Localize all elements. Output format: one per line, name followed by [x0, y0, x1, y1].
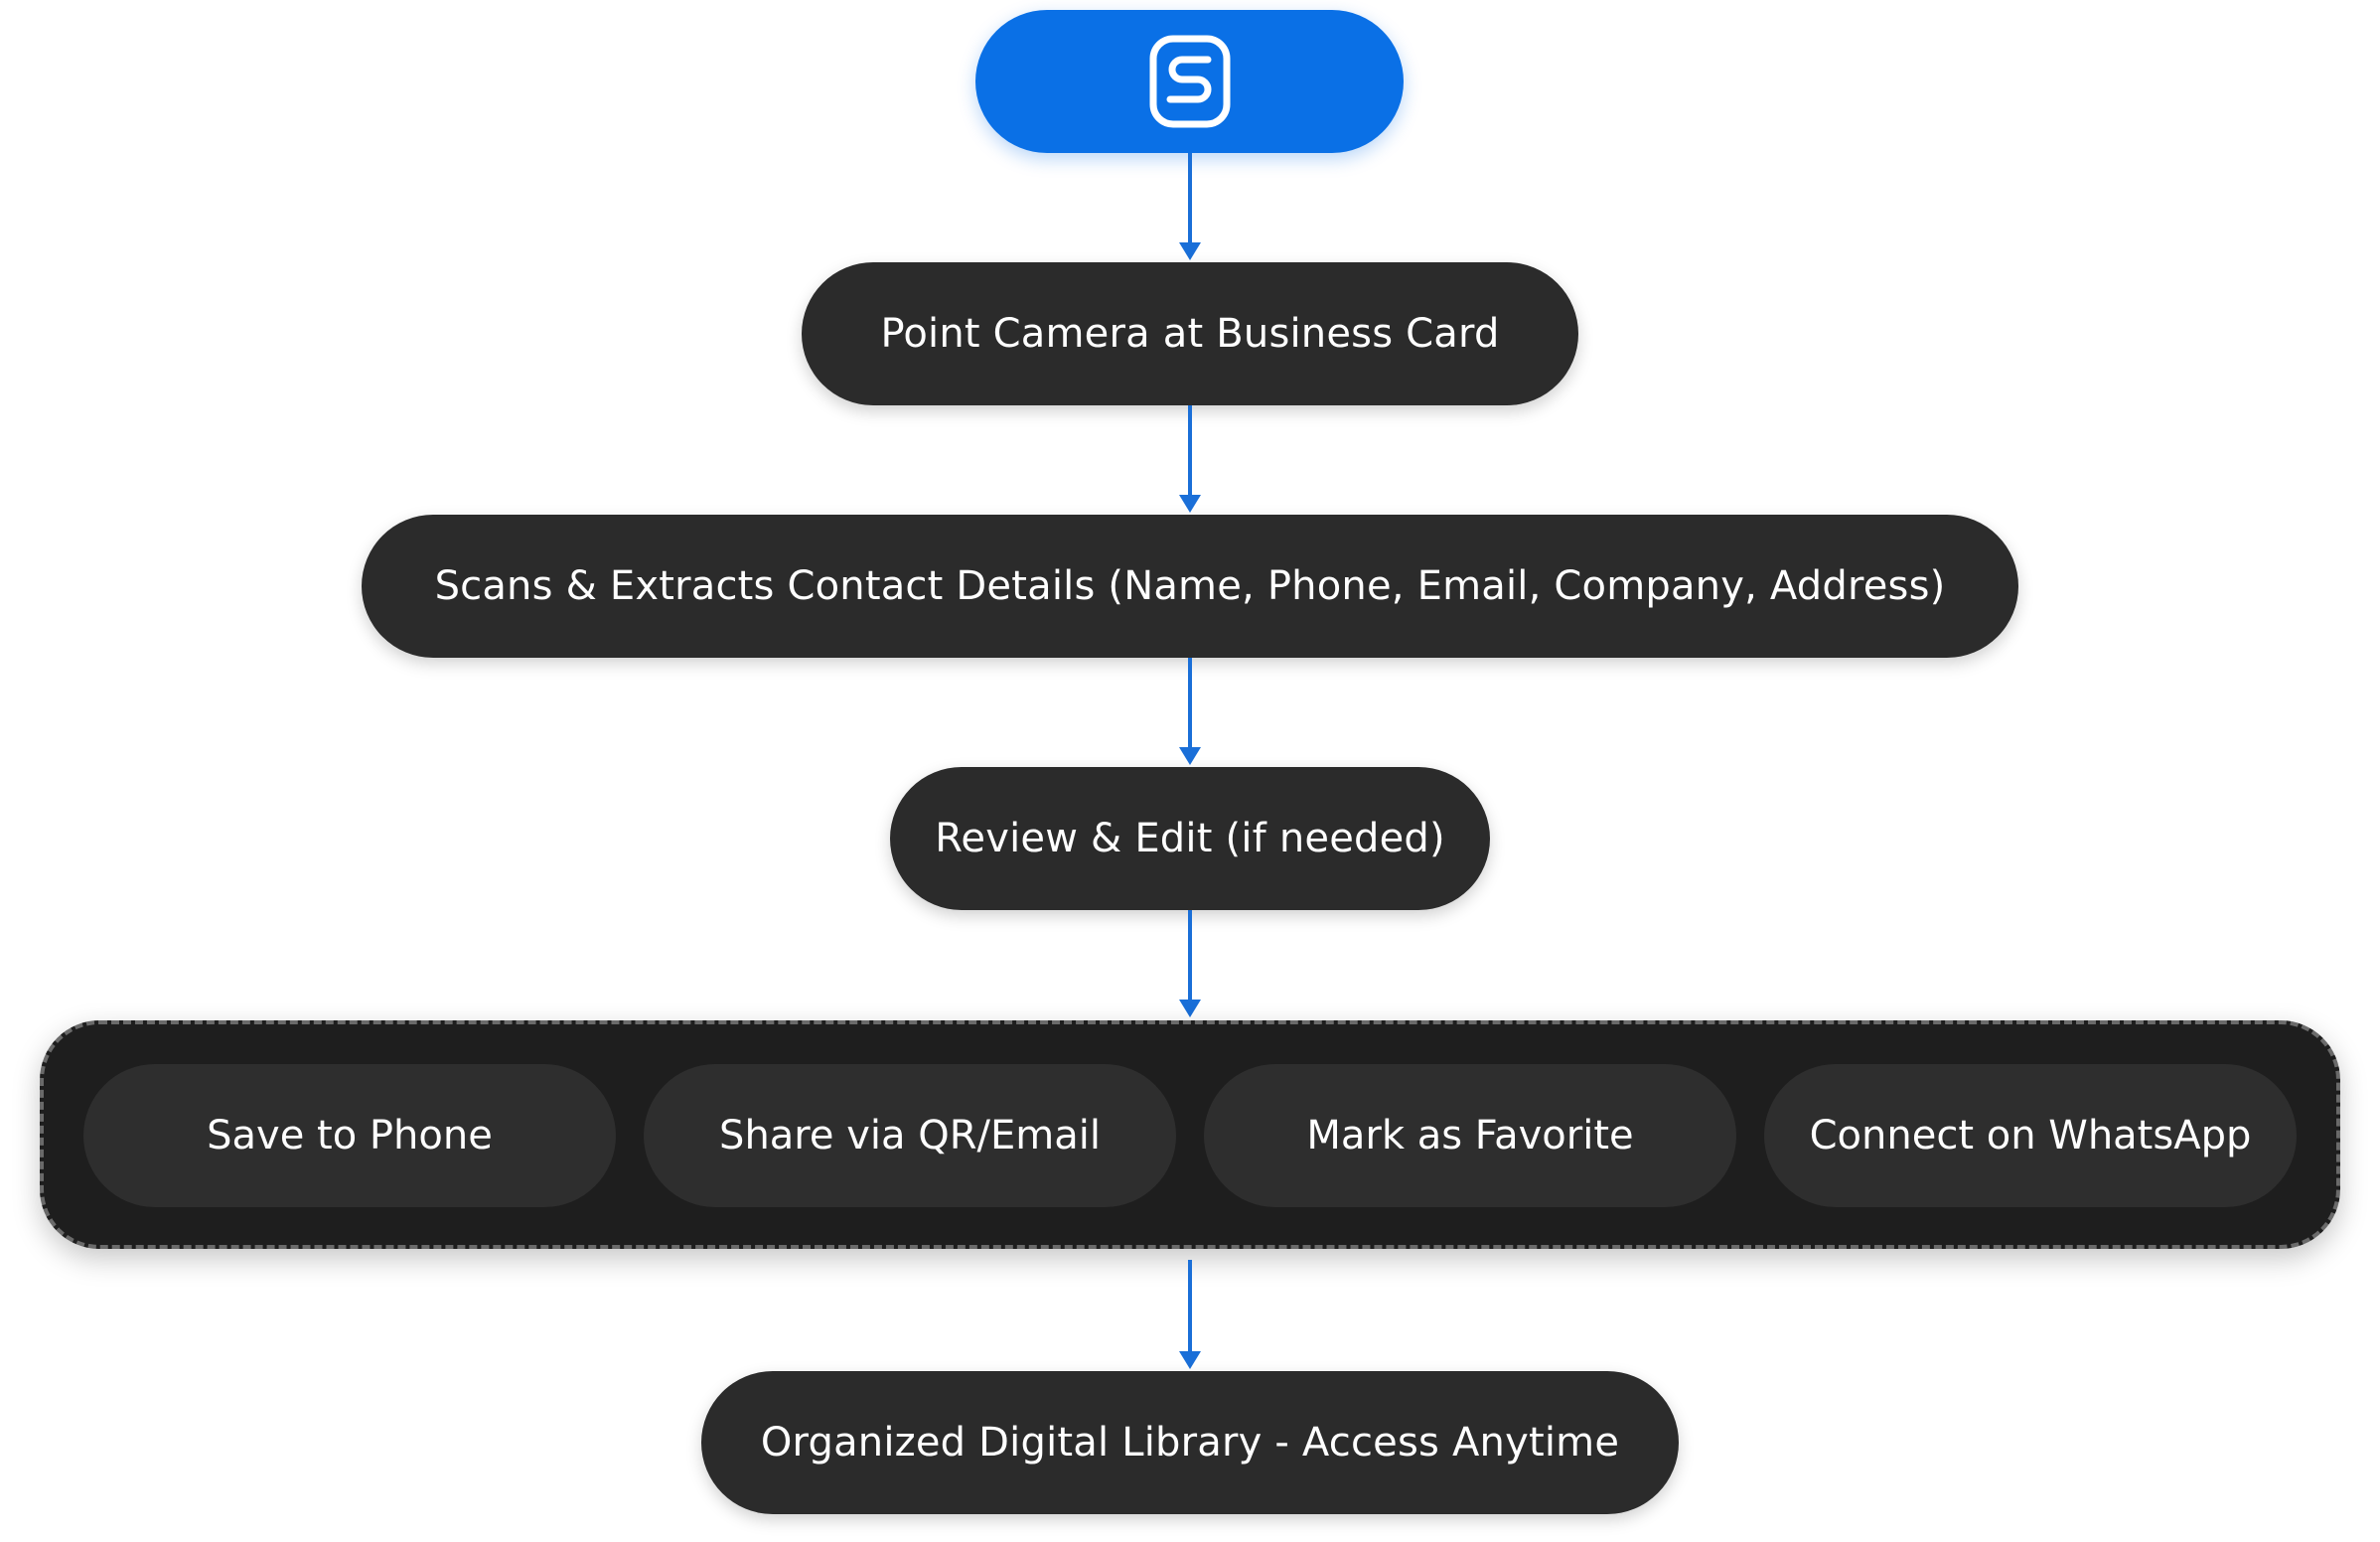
- action-label: Mark as Favorite: [1306, 1113, 1634, 1158]
- connector-1: [1188, 153, 1192, 244]
- arrowhead-2: [1179, 495, 1201, 513]
- step-digital-library-label: Organized Digital Library - Access Anyti…: [760, 1420, 1620, 1465]
- step-digital-library: Organized Digital Library - Access Anyti…: [701, 1371, 1679, 1514]
- arrowhead-1: [1179, 242, 1201, 260]
- arrowhead-4: [1179, 1000, 1201, 1017]
- S-logo-icon: [1149, 35, 1230, 128]
- arrowhead-5: [1179, 1351, 1201, 1369]
- action-label: Connect on WhatsApp: [1809, 1113, 2252, 1158]
- step-review-edit-label: Review & Edit (if needed): [935, 816, 1445, 861]
- step-scan-extract: Scans & Extracts Contact Details (Name, …: [362, 515, 2018, 658]
- action-label: Save to Phone: [207, 1113, 493, 1158]
- action-mark-favorite: Mark as Favorite: [1204, 1064, 1736, 1207]
- connector-4: [1188, 910, 1192, 1002]
- action-connect-whatsapp: Connect on WhatsApp: [1764, 1064, 2297, 1207]
- step-review-edit: Review & Edit (if needed): [890, 767, 1490, 910]
- connector-5: [1188, 1260, 1192, 1321]
- connector-3: [1188, 658, 1192, 749]
- arrowhead-3: [1179, 747, 1201, 765]
- step-point-camera-label: Point Camera at Business Card: [880, 311, 1500, 357]
- connector-2: [1188, 405, 1192, 497]
- step-point-camera: Point Camera at Business Card: [802, 262, 1578, 405]
- action-label: Share via QR/Email: [719, 1113, 1101, 1158]
- logo-node: [975, 10, 1404, 153]
- action-save-to-phone: Save to Phone: [83, 1064, 616, 1207]
- step-scan-extract-label: Scans & Extracts Contact Details (Name, …: [434, 563, 1946, 609]
- connector-5b: [1188, 1319, 1192, 1353]
- action-share-qr-email: Share via QR/Email: [644, 1064, 1176, 1207]
